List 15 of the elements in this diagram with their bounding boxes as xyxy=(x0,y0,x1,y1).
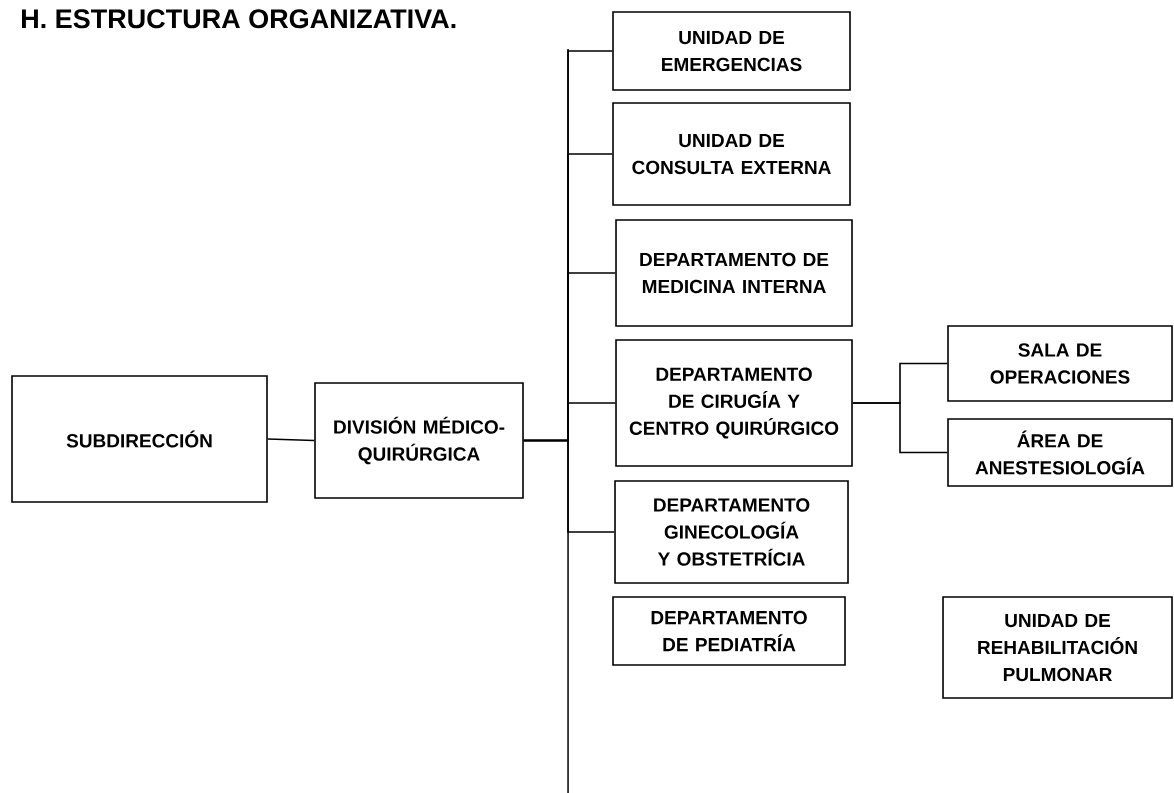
heading: H. ESTRUCTURA ORGANIZATIVA. xyxy=(22,9,456,29)
org-box: UNIDAD DE CONSULTA EXTERNA xyxy=(612,102,851,206)
org-box: DEPARTAMENTO DE CIRUGÍA Y CENTRO QUIRÚRGICO xyxy=(615,339,853,467)
org-box: UNIDAD DE EMERGENCIAS xyxy=(612,11,851,91)
org-box: UNIDAD DE REHABILITACIÓN PULMONAR xyxy=(942,596,1173,699)
org-box: DIVISIÓN MÉDICO- QUIRÚRGICA xyxy=(314,382,524,499)
org-box: SALA DE OPERACIONES xyxy=(947,325,1173,402)
org-box: DEPARTAMENTO DE MEDICINA INTERNA xyxy=(615,219,853,327)
org-box: DEPARTAMENTO GINECOLOGÍA Y OBSTETRÍCIA xyxy=(614,480,849,584)
connector-line xyxy=(267,438,315,442)
org-box: DEPARTAMENTO DE PEDIATRÍA xyxy=(612,596,846,666)
connector-line xyxy=(523,439,615,533)
org-box: ÁREA DE ANESTESIOLOGÍA xyxy=(947,418,1173,487)
org-box: SUBDIRECCIÓN xyxy=(11,375,268,503)
connector-line xyxy=(852,402,948,454)
